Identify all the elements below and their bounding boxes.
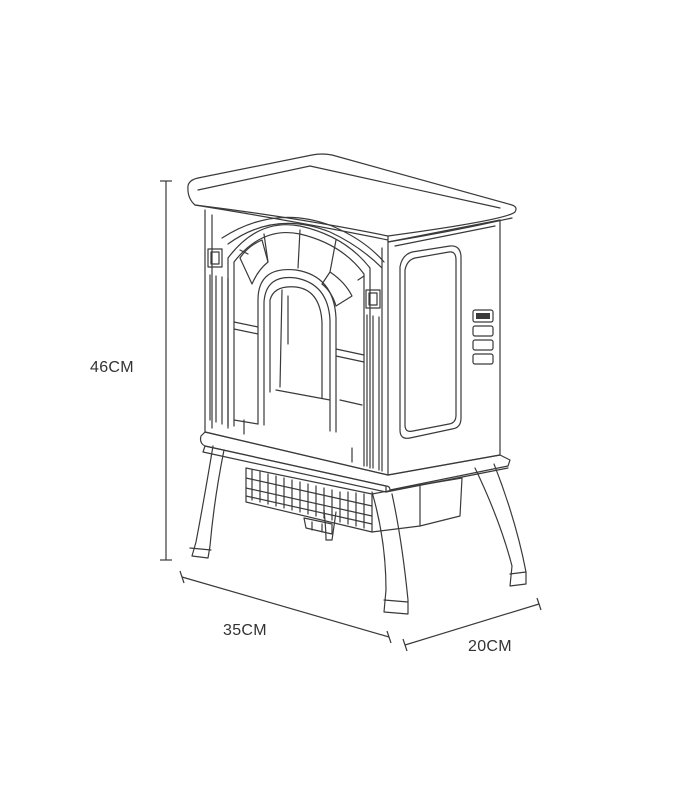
- front-right-leg: [371, 491, 409, 615]
- front-window-frame: [221, 216, 385, 469]
- inner-arch-window: [257, 268, 337, 433]
- window-mullions: [233, 229, 365, 463]
- left-column: [207, 248, 229, 427]
- width-dimension-line: [179, 570, 392, 644]
- back-right-leg: [474, 463, 527, 587]
- heater-top: [187, 153, 517, 243]
- heater-grille: [245, 467, 463, 533]
- depth-dimension-line: [402, 597, 542, 652]
- right-column: [365, 289, 381, 471]
- foot-switch: [303, 517, 333, 535]
- height-dimension-line: [160, 180, 172, 561]
- back-left-leg: [323, 509, 337, 541]
- control-panel: [472, 309, 494, 365]
- depth-label: 20CM: [468, 638, 512, 655]
- height-label: 46CM: [90, 359, 134, 376]
- side-window: [399, 245, 462, 439]
- front-left-leg: [189, 445, 225, 559]
- heater-base: [199, 431, 511, 493]
- heater-drawing: [187, 153, 527, 615]
- width-label: 35CM: [223, 622, 267, 639]
